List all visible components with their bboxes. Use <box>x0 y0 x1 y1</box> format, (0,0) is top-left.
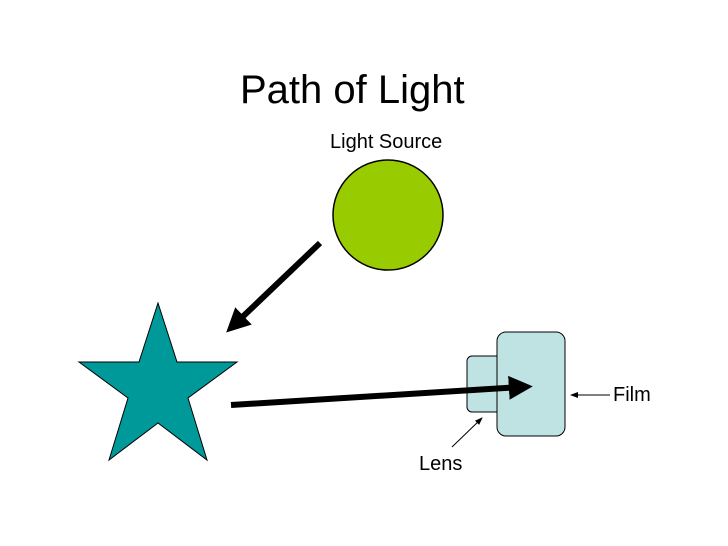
light-source-label: Light Source <box>330 131 443 153</box>
slide-title: Path of Light <box>240 68 465 112</box>
camera-lens <box>466 355 502 413</box>
object-to-camera-arrow <box>230 375 533 408</box>
film-label: Film <box>613 384 651 406</box>
light-to-object-arrow <box>226 240 323 333</box>
object-star <box>77 301 239 462</box>
lens-label: Lens <box>419 453 463 475</box>
light-source-circle <box>332 159 444 271</box>
lens-pointer-arrow <box>451 417 483 448</box>
camera-body <box>496 331 566 437</box>
